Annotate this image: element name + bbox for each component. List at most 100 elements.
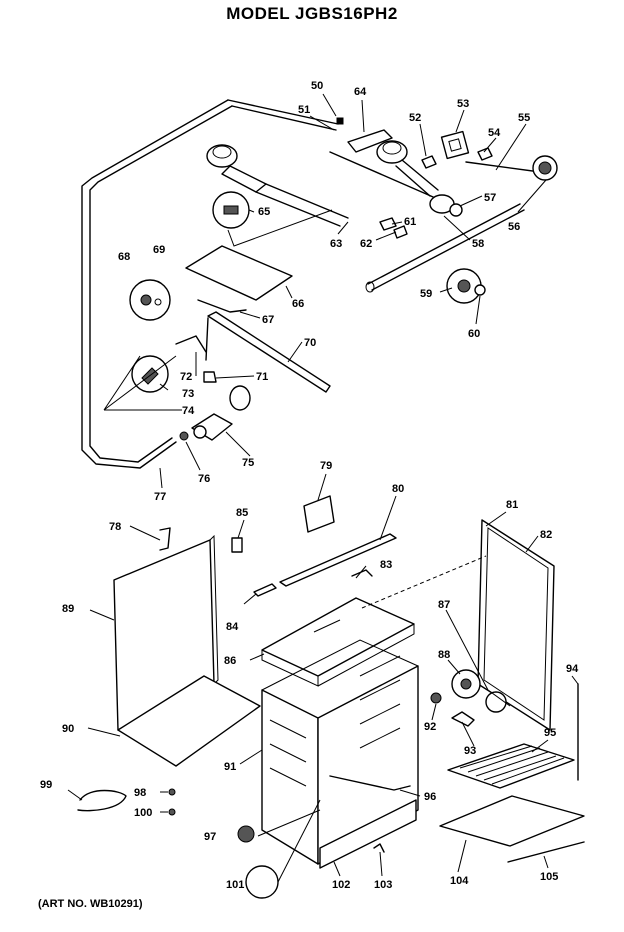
callout-labels: 50 51 52 53 54 55 56 57 58 59 60 61 62 6…: [40, 80, 579, 891]
kick-panel-102: [319, 799, 417, 869]
clip-103: [373, 843, 385, 853]
callout-82: 82: [540, 529, 552, 541]
oven-thermostat-75: [191, 385, 251, 441]
circle-detail-59: [446, 268, 482, 304]
oven-burner-tube-70: [205, 311, 331, 393]
circle-detail-87: [485, 691, 507, 713]
oven-door-82: [477, 519, 555, 731]
callout-75: 75: [242, 457, 254, 469]
callout-67: 67: [262, 314, 274, 326]
circle-detail-68: [129, 279, 171, 321]
art-number: (ART NO. WB10291): [38, 898, 143, 910]
part-98: [168, 788, 176, 796]
callout-85: 85: [236, 507, 248, 519]
leader-74: [103, 355, 182, 411]
callout-99: 99: [40, 779, 52, 791]
callout-83: 83: [380, 559, 392, 571]
callout-86: 86: [224, 655, 236, 667]
fitting-54: [477, 147, 493, 161]
callout-96: 96: [424, 791, 436, 803]
fitting-52: [421, 155, 437, 169]
callout-80: 80: [392, 483, 404, 495]
callout-101: 101: [226, 879, 244, 891]
callout-77: 77: [154, 491, 166, 503]
callout-92: 92: [424, 721, 436, 733]
callout-64: 64: [354, 86, 367, 98]
callout-61: 61: [404, 216, 416, 228]
callout-50: 50: [311, 80, 323, 92]
callout-60: 60: [468, 328, 480, 340]
callout-70: 70: [304, 337, 316, 349]
callout-65: 65: [258, 206, 270, 218]
leader-lines: [67, 93, 579, 883]
callout-66: 66: [292, 298, 304, 310]
callout-69: 69: [153, 244, 165, 256]
callout-74: 74: [182, 405, 195, 417]
top-burner-left: [206, 144, 349, 227]
guide-line: [361, 555, 487, 609]
callout-81: 81: [506, 499, 518, 511]
callout-100: 100: [134, 807, 152, 819]
strip-105: [507, 841, 585, 863]
callout-68: 68: [118, 251, 130, 263]
gas-tube-loop: [81, 99, 339, 469]
callout-73: 73: [182, 388, 194, 400]
fitting-61: [379, 217, 397, 231]
callout-71: 71: [256, 371, 268, 383]
heat-shield-66: [185, 245, 293, 301]
circle-detail-88: [451, 669, 481, 699]
screw-97: [237, 825, 255, 843]
callout-58: 58: [472, 238, 484, 250]
callout-97: 97: [204, 831, 216, 843]
clip-83: [351, 569, 373, 577]
callout-105: 105: [540, 871, 558, 883]
callout-56: 56: [508, 221, 520, 233]
callout-55: 55: [518, 112, 530, 124]
callout-98: 98: [134, 787, 146, 799]
fitting-92: [430, 692, 442, 704]
manifold: [365, 203, 525, 293]
callout-90: 90: [62, 723, 74, 735]
part-100: [168, 808, 176, 816]
igniter-72: [175, 335, 207, 353]
bottom-panel-90: [117, 675, 261, 767]
circle-detail-101: [245, 865, 279, 899]
callout-72: 72: [180, 371, 192, 383]
callout-76: 76: [198, 473, 210, 485]
knob-56: [532, 155, 558, 181]
model-title: MODEL JGBS16PH2: [226, 4, 398, 23]
bracket-78: [159, 527, 171, 551]
callout-87: 87: [438, 599, 450, 611]
spark-module: [440, 130, 470, 160]
bracket-67: [197, 299, 247, 313]
clip-85: [231, 537, 243, 553]
callout-62: 62: [360, 238, 372, 250]
screw-50: [336, 117, 344, 125]
callout-102: 102: [332, 879, 350, 891]
callout-52: 52: [409, 112, 421, 124]
callout-93: 93: [464, 745, 476, 757]
callout-54: 54: [488, 127, 501, 139]
rail-80: [279, 533, 397, 587]
callout-78: 78: [109, 521, 121, 533]
cooktop-86: [261, 597, 415, 687]
callout-51: 51: [298, 104, 310, 116]
callout-79: 79: [320, 460, 332, 472]
callout-57: 57: [484, 192, 496, 204]
oven-rack-95: [447, 743, 575, 789]
fitting-71: [203, 371, 217, 383]
callout-95: 95: [544, 727, 556, 739]
burner-valve-57: [429, 194, 463, 217]
circle-detail-60: [474, 284, 486, 296]
vent-79: [303, 495, 335, 533]
bracket-96: [329, 775, 411, 791]
callout-94: 94: [566, 663, 579, 675]
callout-53: 53: [457, 98, 469, 110]
broiler-pan-104: [439, 795, 585, 847]
cord-99: [77, 789, 127, 812]
callout-104: 104: [450, 875, 469, 887]
callout-91: 91: [224, 761, 236, 773]
fitting-76: [179, 431, 189, 441]
callout-63: 63: [330, 238, 342, 250]
